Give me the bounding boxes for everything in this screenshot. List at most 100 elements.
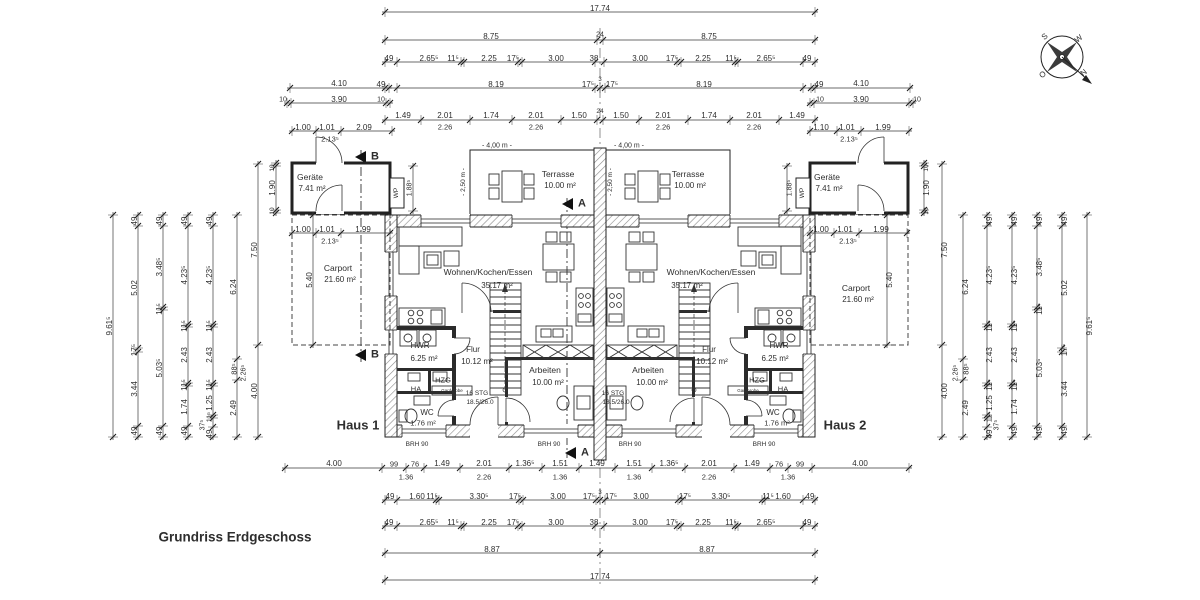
dim-label: 17⁵ (582, 492, 596, 501)
room-label-hwr-1: HWR (410, 341, 430, 350)
dim-label: 1.90 (268, 180, 277, 196)
dim-label: 1.99 (873, 225, 889, 234)
dim-label: 49 (376, 80, 386, 89)
dim-label: 3.90 (853, 95, 869, 104)
dim-label: 5.40 (305, 272, 314, 288)
room-label-wohnen-2: Wohnen/Kochen/Essen (666, 266, 756, 277)
dim-label: 2.26 (655, 122, 671, 132)
dim-label: 2.26 (528, 122, 544, 132)
dim-label: 3.48⁵ (1035, 257, 1044, 277)
room-label-terrasse-2: Terrasse (671, 168, 705, 179)
dim-label: 10 (279, 96, 287, 104)
dim-label: 1.36⁵ (515, 459, 535, 468)
dim-label: 1.00 (295, 225, 311, 234)
dim-label: 11⁵ (985, 320, 994, 332)
dim-label: 4.23⁵ (1010, 265, 1019, 285)
dim-label: 1.74 (701, 111, 717, 120)
dim-label: 1.50 (571, 111, 587, 120)
dim-label: 88⁵ (961, 363, 971, 375)
dim-label: 99 (795, 459, 805, 469)
dim-label: 3.44 (1060, 381, 1069, 397)
dim-label: 2.25 (695, 518, 711, 527)
room-area-carport-2: 21.60 m² (842, 295, 874, 304)
stairs-label-1: 18.5/26.0 (466, 398, 494, 406)
wp-box-2 (795, 177, 811, 209)
dim-label: 99 (389, 459, 399, 469)
stairs-label-2: 18.5/26.0 (602, 398, 630, 406)
dim-label: 49 (385, 492, 395, 501)
dim-label: 4.23⁵ (205, 265, 214, 285)
room-label-wc-1: WC (420, 408, 434, 417)
dim-label: 7.50 (940, 242, 949, 258)
dim-label: 6.24 (961, 279, 970, 295)
dim-label: 5.02 (130, 280, 139, 296)
sill-label: BRH 90 (618, 440, 642, 448)
dim-label: 4.00 (852, 459, 868, 468)
dim-label: 10 (268, 164, 276, 172)
dim-label: 49 (1035, 216, 1044, 226)
room-area-terrasse-1: 10.00 m² (544, 181, 576, 190)
dim-label: 11⁵ (985, 379, 994, 391)
compass-w: W (1072, 32, 1085, 45)
dim-label: 1.49 (589, 459, 605, 468)
room-label-carport-2: Carport (841, 282, 871, 293)
dim-label: 1.01 (319, 225, 335, 234)
dim-label: 1.01 (837, 225, 853, 234)
room-label-flur-1: Flur (466, 345, 480, 354)
room-label-hzg-2: HZG (749, 375, 765, 385)
dim-label: 49 (1035, 426, 1044, 436)
dim-label: 38 (589, 54, 599, 63)
room-area-wohnen-1: 35.17 m² (481, 281, 513, 290)
dim-label: 2.43 (985, 347, 994, 363)
room-label-terrasse-1: Terrasse (541, 168, 575, 179)
room-area-wc-2: 1.76 m² (764, 418, 790, 428)
dim-label: 11⁵ (986, 411, 994, 423)
dim-label: 10 (377, 96, 385, 104)
room-area-wc-1: 1.76 m² (410, 418, 436, 428)
dim-label: 4.00 (250, 383, 259, 399)
room-label-geraete-2: Geräte (814, 171, 840, 182)
dim-label: 2.65⁵ (419, 518, 439, 527)
room-area-wohnen-2: 35.17 m² (671, 281, 703, 290)
dim-label: 49 (130, 426, 139, 436)
room-area-geraete-1: 7.41 m² (298, 184, 326, 193)
dim-label: 8.75 (701, 32, 717, 41)
wardrobe-closets (522, 344, 678, 360)
dim-label: 3.00 (550, 492, 566, 501)
room-label-carport-1: Carport (323, 262, 353, 273)
dim-label: 17.74 (589, 572, 611, 581)
dim-label: 1.00 (813, 225, 829, 234)
staircase-house2 (678, 282, 711, 396)
section-marker-a: A (581, 446, 589, 459)
section-marker-b: B (371, 348, 379, 361)
dim-label: 24 (596, 107, 604, 115)
section-marker-b: B (371, 150, 379, 163)
dim-label: 11⁵ (725, 518, 737, 527)
sill-label: BRH 90 (537, 440, 561, 448)
dim-label: 11⁵ (205, 379, 214, 391)
dim-label: 3.30⁵ (711, 492, 731, 501)
dim-label: 49 (1060, 216, 1069, 226)
dim-label: 1.99 (355, 225, 371, 234)
room-area-arbeiten-1: 10.00 m² (532, 378, 564, 387)
dim-label: 49 (802, 518, 812, 527)
room-label-geraete-1: Geräte (297, 171, 323, 182)
dim-label: 2.13⁵ (321, 134, 339, 144)
dim-label: 2.65⁵ (419, 54, 439, 63)
dim-label: 2.26⁵ (240, 364, 248, 382)
dim-label: 49 (814, 80, 824, 89)
dim-label: 11⁵ (180, 379, 189, 391)
dim-label: 1.36⁵ (659, 459, 679, 468)
dimension-lines (108, 7, 1092, 585)
dim-label: 2.01 (746, 111, 762, 120)
room-label-wohnen-1: Wohnen/Kochen/Essen (443, 266, 533, 277)
dim-label: 1.36 (626, 472, 642, 482)
dim-label: 17.74 (589, 4, 611, 13)
dim-label: 9.61⁵ (105, 316, 114, 336)
house-2-label: Haus 2 (823, 417, 867, 433)
section-marker-a: A (578, 197, 586, 210)
dim-label: 49 (180, 426, 189, 436)
dim-label: 2.65⁵ (756, 518, 776, 527)
dim-label: 1.74 (1010, 399, 1019, 415)
room-area-terrasse-2: 10.00 m² (674, 181, 706, 190)
